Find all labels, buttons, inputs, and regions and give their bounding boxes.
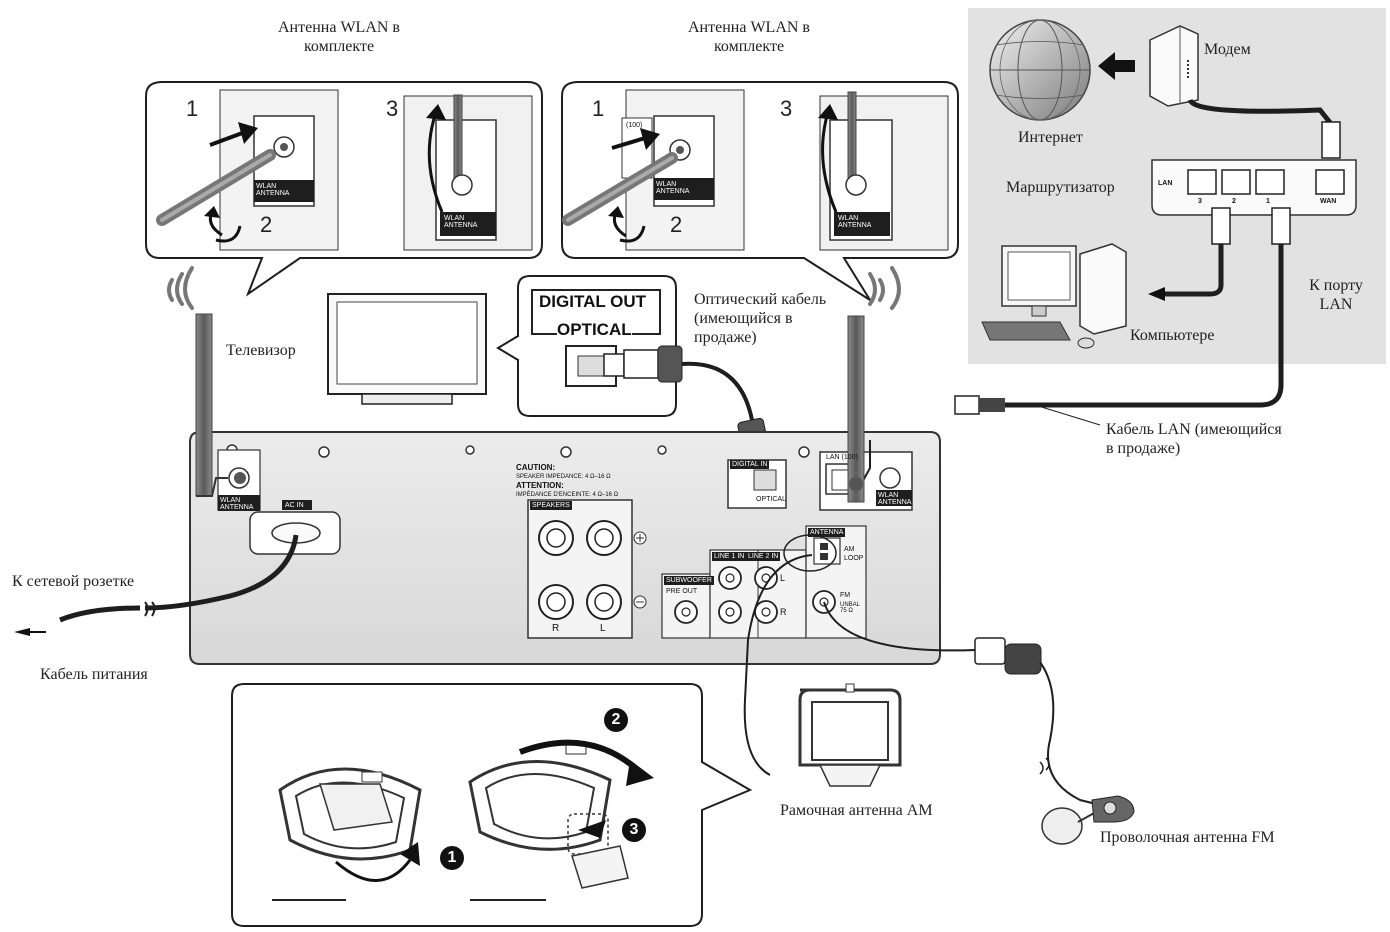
step-number-2-right: 2 bbox=[670, 212, 683, 237]
panel-speaker-r-label: R bbox=[552, 623, 560, 634]
panel-antenna-label: ANTENNA bbox=[808, 528, 846, 537]
router-wan-label: WAN bbox=[1320, 198, 1337, 205]
panel-speakers-label: SPEAKERS bbox=[530, 501, 572, 510]
label-wlan-antenna-left: Антенна WLAN в комплекте bbox=[278, 19, 400, 56]
label-to-outlet: К сетевой розетке bbox=[12, 573, 135, 590]
label-router: Маршрутизатор bbox=[1006, 179, 1115, 196]
panel-wlan-right-label: WLAN ANTENNA bbox=[878, 492, 912, 506]
arrow-to-computer bbox=[1148, 287, 1165, 301]
panel-caution-label: CAUTION: bbox=[516, 463, 556, 472]
assembly-step-badge-3: 3 bbox=[622, 818, 646, 842]
panel-line1-label: LINE 1 IN bbox=[712, 552, 747, 561]
wifi-signal-right-icon bbox=[868, 266, 901, 310]
router-device bbox=[1151, 159, 1357, 216]
step-number-1-left: 1 bbox=[186, 96, 199, 121]
arrow-to-internet bbox=[1098, 52, 1135, 80]
arrow-to-outlet bbox=[14, 628, 30, 636]
label-internet: Интернет bbox=[1018, 129, 1083, 146]
panel-ac-in-label: AC IN bbox=[285, 502, 304, 509]
inset-left-wlan-label: WLAN ANTENNA bbox=[256, 183, 290, 197]
wifi-signal-left-icon bbox=[167, 266, 194, 310]
panel-fm-ohm-label: UNBAL 75 Ω bbox=[840, 602, 861, 614]
panel-fm-label: FM bbox=[840, 592, 851, 599]
step-number-2-left: 2 bbox=[260, 212, 273, 237]
label-optical-cable: Оптический кабель (имеющийся в продаже) bbox=[694, 291, 827, 347]
wlan-antenna-left bbox=[195, 313, 213, 497]
step-number-1-right: 1 bbox=[592, 96, 605, 121]
label-fm-wire-antenna: Проволочная антенна FM bbox=[1100, 829, 1275, 846]
label-lan-cable: Кабель LAN (имеющийся в продаже) bbox=[1106, 421, 1282, 458]
panel-attention-label: ATTENTION: bbox=[516, 481, 564, 490]
tv-device bbox=[327, 293, 487, 405]
panel-speaker-l-label: L bbox=[600, 623, 606, 634]
panel-pre-out-label: PRE OUT bbox=[666, 588, 698, 595]
computer-device bbox=[981, 243, 1127, 349]
step-number-3-left: 3 bbox=[386, 96, 399, 121]
router-port-3-label: 3 bbox=[1198, 198, 1202, 205]
label-power-cable: Кабель питания bbox=[40, 666, 148, 683]
optical-digital-out-label: DIGITAL OUT bbox=[539, 292, 647, 312]
assembly-step-badge-1: 1 bbox=[440, 846, 464, 870]
panel-subwoofer-label: SUBWOOFER bbox=[664, 576, 714, 585]
panel-lan-label: LAN (100) bbox=[826, 454, 858, 461]
assembly-step-badge-2: 2 bbox=[604, 708, 628, 732]
router-port-2-label: 2 bbox=[1232, 198, 1236, 205]
panel-line-l-label: L bbox=[780, 573, 786, 583]
am-loop-antenna bbox=[798, 683, 902, 787]
panel-caution-sub: SPEAKER IMPEDANCE: 4 Ω–16 Ω bbox=[516, 474, 611, 480]
inset-left-wlan-label-2: WLAN ANTENNA bbox=[444, 215, 478, 229]
panel-attention-sub: IMPÉDANCE D'ENCEINTE: 4 Ω–16 Ω bbox=[516, 492, 619, 498]
label-wlan-antenna-right: Антенна WLAN в комплекте bbox=[688, 19, 810, 56]
inset-am-assembly-frame bbox=[231, 683, 753, 927]
panel-line-r-label: R bbox=[780, 607, 787, 617]
optical-optical-label: OPTICAL bbox=[557, 320, 632, 340]
panel-loop-label: LOOP bbox=[844, 555, 864, 562]
label-computer: Компьютере bbox=[1130, 327, 1215, 344]
step-number-3-right: 3 bbox=[780, 96, 793, 121]
router-port-1-label: 1 bbox=[1266, 198, 1270, 205]
internet-globe-icon bbox=[989, 19, 1091, 121]
label-am-loop-antenna: Рамочная антенна AM bbox=[780, 802, 933, 819]
modem-device bbox=[1149, 25, 1199, 107]
panel-wlan-left-label: WLAN ANTENNA bbox=[220, 497, 254, 511]
panel-digital-in-label: DIGITAL IN bbox=[730, 460, 770, 469]
router-lan-label: LAN bbox=[1158, 180, 1173, 187]
panel-optical-label: OPTICAL bbox=[756, 496, 786, 503]
label-to-lan-port: К порту LAN bbox=[1309, 277, 1363, 314]
wlan-antenna-right bbox=[847, 315, 865, 503]
label-tv: Телевизор bbox=[226, 342, 296, 359]
inset-right-wlan-label: WLAN ANTENNA bbox=[656, 181, 690, 195]
label-modem: Модем bbox=[1204, 41, 1251, 58]
panel-am-label: AM bbox=[844, 546, 855, 553]
inset-right-wlan-label-2: WLAN ANTENNA bbox=[838, 215, 872, 229]
panel-line2-label: LINE 2 IN bbox=[746, 552, 781, 561]
inset-right-lan-label: (100) bbox=[626, 122, 643, 129]
